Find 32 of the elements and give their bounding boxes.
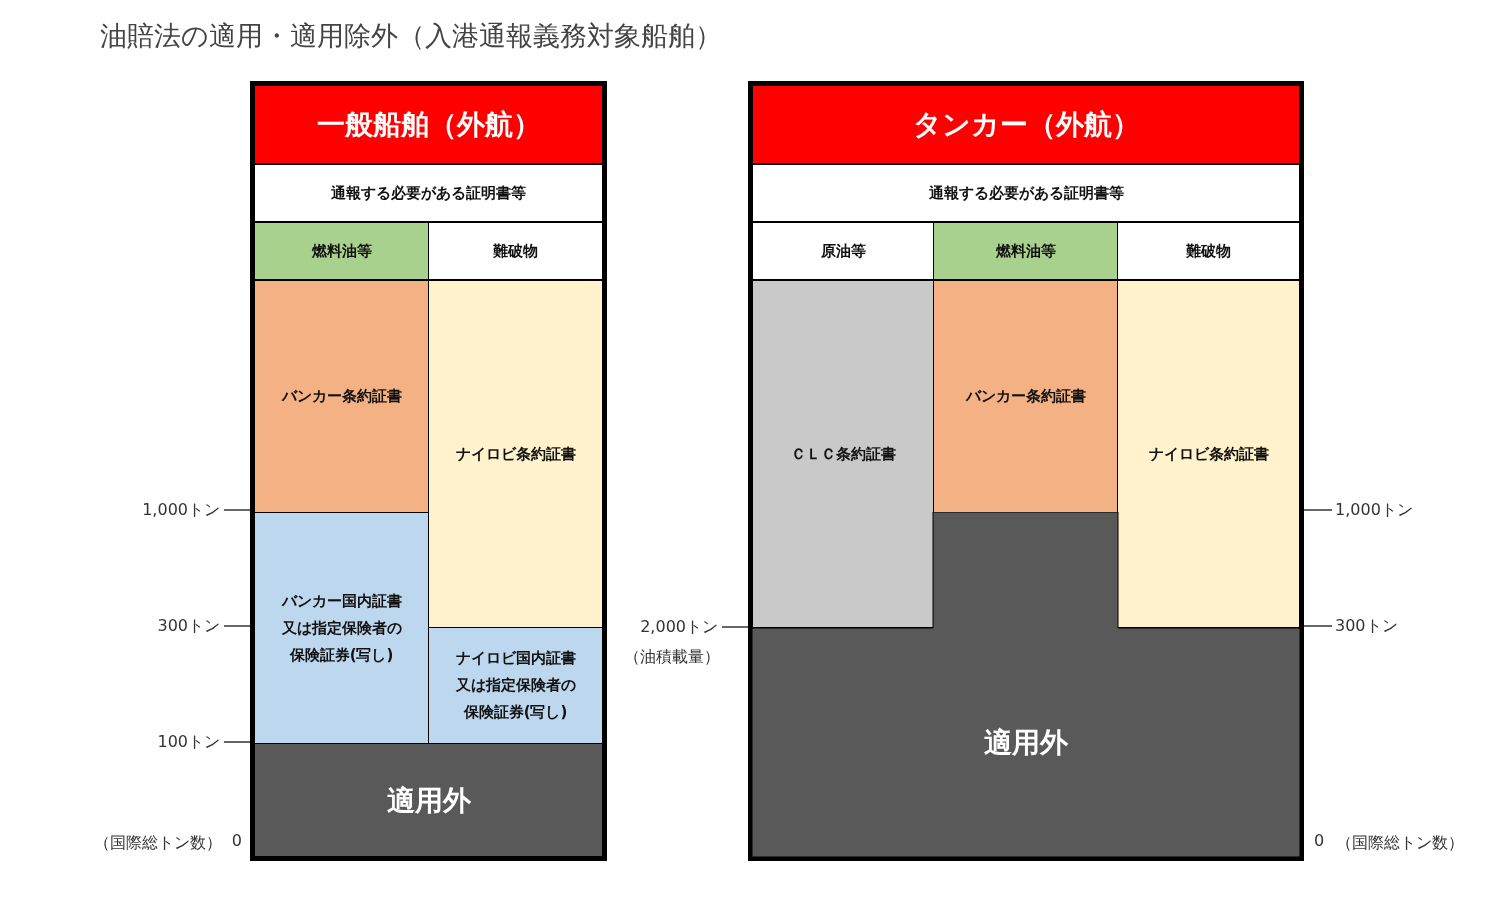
certificate-area: バンカー条約証書 xyxy=(254,280,429,513)
exempt-area: 適用外 xyxy=(752,512,1300,857)
table-frame xyxy=(748,81,1304,861)
category-cell: 原油等 xyxy=(752,222,934,280)
category-cell: 燃料油等 xyxy=(933,222,1118,280)
axis-label: 1,000トン xyxy=(1335,499,1413,521)
axis-label: （国際総トン数） xyxy=(1336,832,1464,854)
heading-cell: 通報する必要がある証明書等 xyxy=(752,164,1300,222)
title: 油賠法の適用・適用除外（入港通報義務対象船舶） xyxy=(100,19,722,53)
axis-label: 300トン xyxy=(1335,615,1398,637)
certificate-area: バンカー条約証書 xyxy=(933,280,1118,513)
axis-label: （国際総トン数） xyxy=(94,832,222,854)
header-band: 一般船舶（外航） xyxy=(254,85,603,164)
certificate-area: ＣＬＣ条約証書 xyxy=(752,280,934,628)
axis-label: 100トン xyxy=(157,731,220,753)
axis-label: 1,000トン xyxy=(142,499,220,521)
axis-label: 0 xyxy=(231,830,242,850)
heading-cell: 通報する必要がある証明書等 xyxy=(254,164,603,222)
axis-label: 2,000トン xyxy=(640,616,718,638)
axis-label: 0 xyxy=(1314,830,1325,850)
category-cell: 難破物 xyxy=(428,222,603,280)
table-frame xyxy=(250,81,607,861)
certificate-area: ナイロビ条約証書 xyxy=(1117,280,1300,628)
header-band: タンカー（外航） xyxy=(752,85,1300,164)
category-cell: 燃料油等 xyxy=(254,222,429,280)
category-cell: 難破物 xyxy=(1117,222,1300,280)
axis-label: （油積載量） xyxy=(624,646,720,668)
certificate-area: バンカー国内証書又は指定保険者の保険証券(写し) xyxy=(254,512,429,744)
axis-label: 300トン xyxy=(157,615,220,637)
certificate-area: ナイロビ国内証書又は指定保険者の保険証券(写し) xyxy=(428,627,603,744)
certificate-area: ナイロビ条約証書 xyxy=(428,280,603,628)
exempt-area: 適用外 xyxy=(254,743,603,857)
